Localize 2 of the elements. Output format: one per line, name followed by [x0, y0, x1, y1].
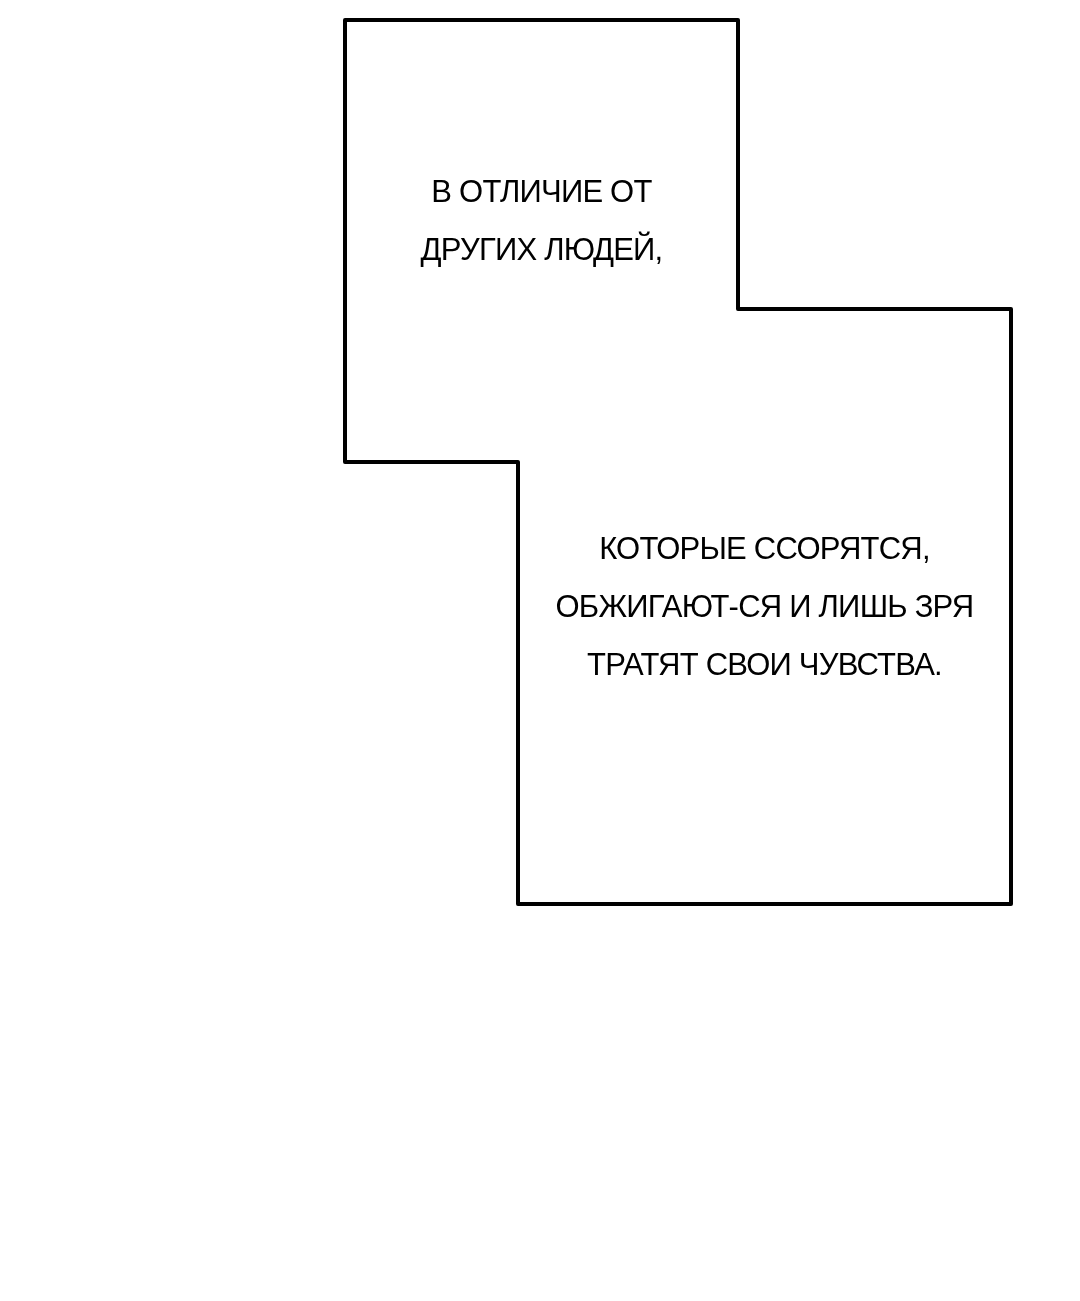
caption-text: В ОТЛИЧИЕ ОТ ДРУГИХ ЛЮДЕЙ, [419, 173, 664, 269]
caption-text: КОТОРЫЕ ССОРЯТСЯ, ОБЖИГАЮТ-СЯ И ЛИШЬ ЗРЯ ТРАТЯТ СВОИ ЧУВСТВА. [554, 529, 975, 684]
